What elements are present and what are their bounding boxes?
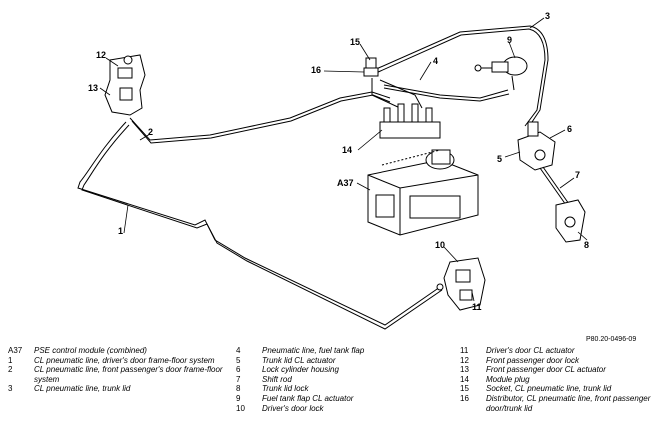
callout-3: 3 (545, 11, 550, 21)
callout-14: 14 (342, 145, 352, 155)
legend: A37 PSE control module (combined) 1 CL p… (0, 346, 666, 446)
legend-item-2: 2 CL pneumatic line, front passenger's d… (8, 365, 228, 384)
callout-15: 15 (350, 37, 360, 47)
legend-key: 14 (460, 374, 469, 384)
module-plug (379, 103, 441, 139)
legend-text: Trunk lid CL actuator (262, 355, 336, 365)
legend-item-a37: A37 PSE control module (combined) (8, 346, 228, 356)
distributor-socket (363, 57, 379, 77)
legend-item-11: 11 Driver's door CL actuator (460, 346, 660, 356)
legend-item-16: 16 Distributor, CL pneumatic line, front… (460, 394, 660, 413)
drivers-door-lock (436, 257, 486, 311)
legend-item-9: 9 Fuel tank flap CL actuator (236, 394, 446, 404)
callout-6: 6 (567, 124, 572, 134)
pneumatic-line-2 (129, 91, 391, 144)
legend-key: 10 (236, 403, 245, 413)
leader-lines (99, 17, 588, 302)
legend-text: Front passenger door lock (486, 355, 579, 365)
pneumatic-line-1 (77, 121, 443, 330)
legend-key: 16 (460, 393, 469, 403)
legend-item-15: 15 Socket, CL pneumatic line, trunk lid (460, 384, 660, 394)
legend-item-1: 1 CL pneumatic line, driver's door frame… (8, 356, 228, 366)
legend-text: Front passenger door CL actuator (486, 365, 606, 375)
callout-labels: 3 9 4 15 16 14 12 13 2 1 6 5 7 8 10 11 A… (88, 11, 589, 312)
legend-text: Driver's door lock (262, 403, 324, 413)
callout-a37: A37 (337, 178, 354, 188)
callout-16: 16 (311, 65, 321, 75)
legend-text: Lock cylinder housing (262, 365, 339, 375)
legend-column-2: 4 Pneumatic line, fuel tank flap 5 Trunk… (236, 346, 446, 413)
trunk-lid-actuator (517, 121, 556, 171)
legend-item-14: 14 Module plug (460, 375, 660, 385)
legend-text: Shift rod (262, 374, 292, 384)
legend-column-1: A37 PSE control module (combined) 1 CL p… (8, 346, 228, 394)
legend-text: Distributor, CL pneumatic line, front pa… (486, 393, 651, 413)
legend-text: Module plug (486, 374, 530, 384)
callout-5: 5 (497, 154, 502, 164)
legend-text: CL pneumatic line, driver's door frame-f… (34, 355, 215, 365)
legend-item-5: 5 Trunk lid CL actuator (236, 356, 446, 366)
figure-reference: P80.20-0496-09 (586, 336, 637, 343)
callout-8: 8 (584, 240, 589, 250)
legend-text: PSE control module (combined) (34, 346, 147, 355)
legend-key: 12 (460, 355, 469, 365)
legend-key: 13 (460, 365, 469, 375)
legend-key: 9 (236, 393, 241, 403)
fuel-tank-flap-actuator (474, 56, 528, 91)
legend-text: Driver's door CL actuator (486, 346, 575, 355)
callout-10: 10 (435, 240, 445, 250)
legend-key: 3 (8, 384, 13, 394)
legend-item-6: 6 Lock cylinder housing (236, 365, 446, 375)
legend-key: 2 (8, 365, 13, 375)
legend-key: 7 (236, 374, 241, 384)
callout-4: 4 (433, 56, 438, 66)
legend-item-10: 10 Driver's door lock (236, 404, 446, 414)
legend-item-7: 7 Shift rod (236, 375, 446, 385)
legend-key: 15 (460, 384, 469, 394)
legend-text: Pneumatic line, fuel tank flap (262, 346, 365, 355)
pneumatic-line-3 (373, 25, 549, 129)
legend-item-13: 13 Front passenger door CL actuator (460, 365, 660, 375)
legend-item-4: 4 Pneumatic line, fuel tank flap (236, 346, 446, 356)
legend-text: CL pneumatic line, trunk lid (34, 384, 131, 394)
trunk-lid-lock (555, 199, 586, 243)
legend-key: 6 (236, 365, 241, 375)
legend-item-8: 8 Trunk lid lock (236, 384, 446, 394)
callout-1: 1 (118, 226, 123, 236)
legend-key: 4 (236, 346, 241, 355)
callout-12: 12 (96, 50, 106, 60)
legend-item-3: 3 CL pneumatic line, trunk lid (8, 384, 228, 394)
callout-11: 11 (472, 302, 482, 312)
callout-2: 2 (148, 127, 153, 137)
front-passenger-door-lock (104, 54, 146, 116)
legend-text: Socket, CL pneumatic line, trunk lid (486, 384, 612, 394)
callout-13: 13 (88, 83, 98, 93)
legend-column-3: 11 Driver's door CL actuator 12 Front pa… (460, 346, 660, 413)
pse-control-module (367, 149, 479, 236)
legend-key: 8 (236, 384, 241, 394)
callout-7: 7 (575, 170, 580, 180)
pneumatic-system-diagram: 3 9 4 15 16 14 12 13 2 1 6 5 7 8 10 11 A… (77, 11, 589, 330)
legend-key: 5 (236, 355, 241, 365)
legend-key: 1 (8, 355, 13, 365)
callout-9: 9 (507, 35, 512, 45)
legend-text: Fuel tank flap CL actuator (262, 393, 354, 403)
shift-rod (539, 166, 570, 206)
legend-key: 11 (460, 346, 469, 355)
legend-text: Trunk lid lock (262, 384, 309, 394)
pneumatic-line-4 (383, 84, 510, 102)
legend-item-12: 12 Front passenger door lock (460, 356, 660, 366)
legend-key: A37 (8, 346, 23, 355)
distributor-pipes (371, 78, 423, 109)
legend-text: CL pneumatic line, front passenger's doo… (34, 365, 223, 384)
